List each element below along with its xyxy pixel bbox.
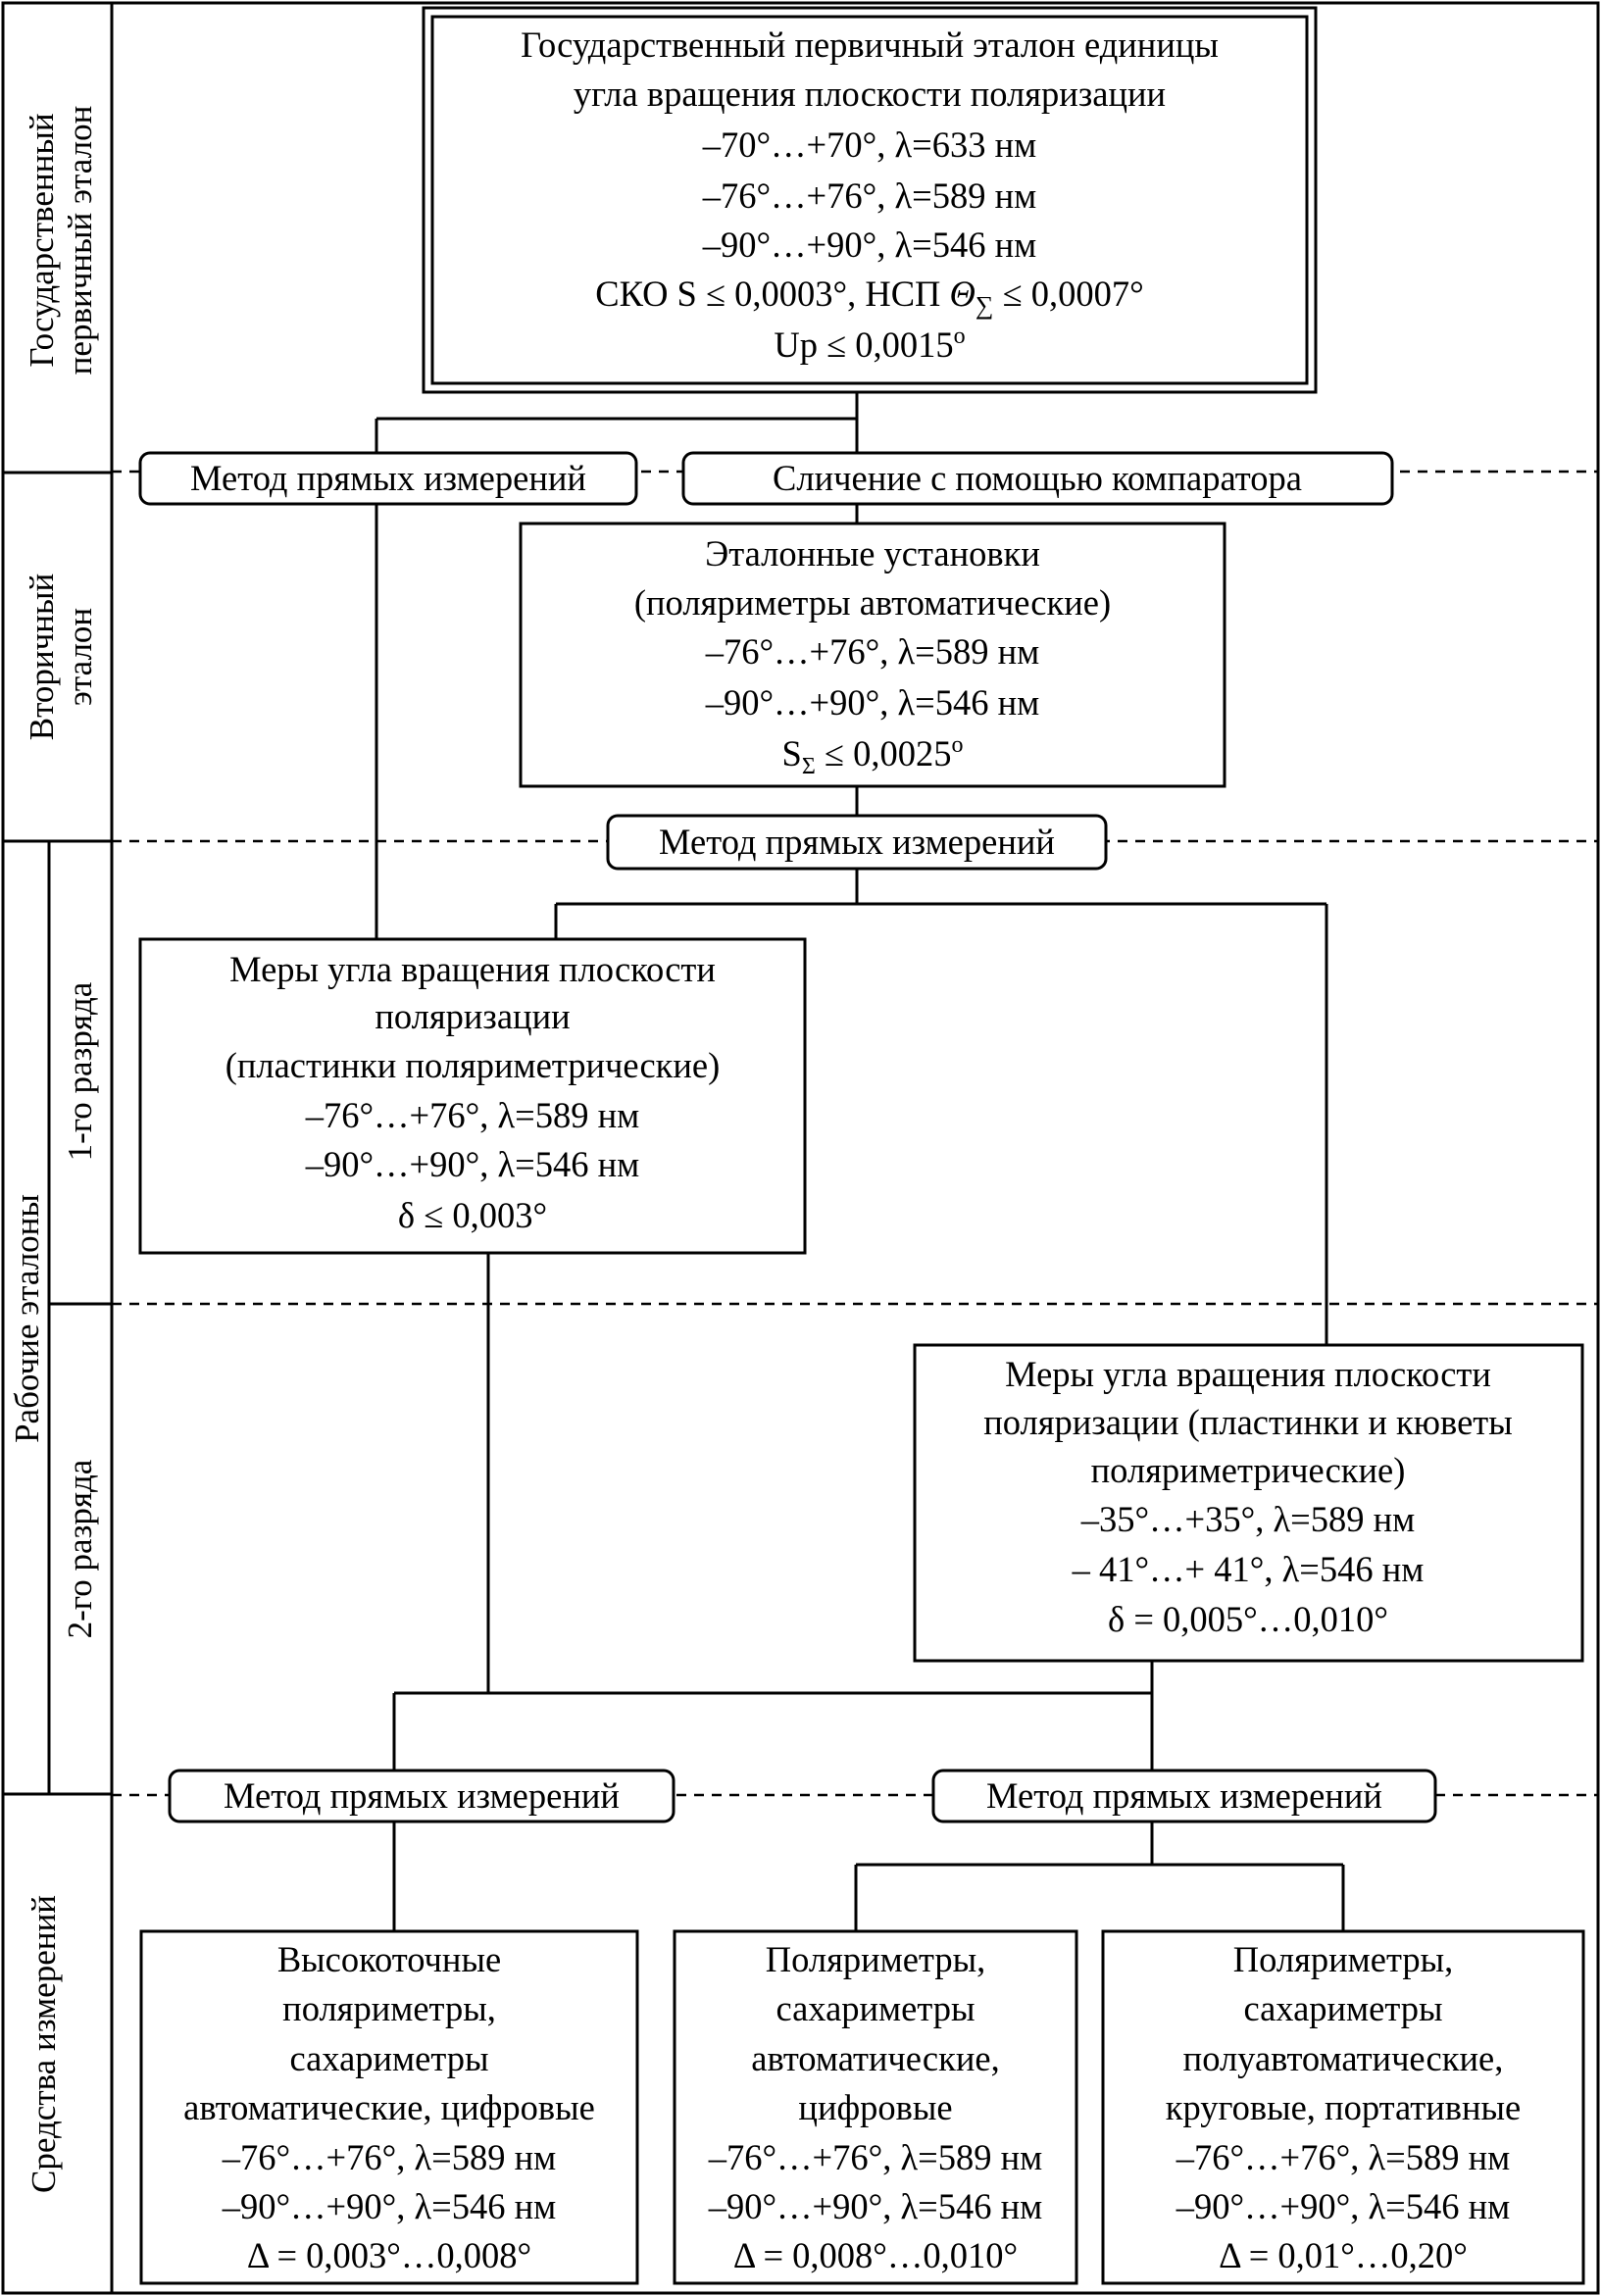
secondary-s-subscript: Σ xyxy=(802,754,816,779)
secondary-s-rest: ≤ 0,0025 xyxy=(816,733,952,774)
method-comparator-label: Сличение с помощью компаратора xyxy=(773,458,1302,498)
instrument3-range-546: –90°…+90°, λ=546 нм xyxy=(1176,2186,1511,2226)
primary-nsp-value: ≤ 0,0007° xyxy=(993,274,1143,314)
secondary-s-degree: o xyxy=(951,732,963,758)
instrument1-line2: поляриметры, xyxy=(282,1988,496,2028)
instrument3-line1: Поляриметры, xyxy=(1233,1939,1454,1979)
instrument2-line2: сахариметры xyxy=(775,1988,975,2028)
rank2-range-546: – 41°…+ 41°, λ=546 нм xyxy=(1072,1549,1425,1589)
method-direct-mid-label: Метод прямых измерений xyxy=(659,822,1055,862)
method-direct-mid: Метод прямых измерений xyxy=(606,814,1108,871)
method-direct-left-label: Метод прямых измерений xyxy=(224,1775,620,1816)
primary-standard-title-line2: угла вращения плоскости поляризации xyxy=(574,74,1166,114)
rank1-range-546: –90°…+90°, λ=546 нм xyxy=(305,1144,640,1184)
side-label-primary-line2: первичный эталон xyxy=(61,106,99,375)
method-comparator: Сличение с помощью компаратора xyxy=(681,451,1394,506)
instrument2-range-589: –76°…+76°, λ=589 нм xyxy=(708,2137,1043,2177)
primary-standard-title-line1: Государственный первичный эталон единицы xyxy=(521,25,1219,65)
primary-precision: СКО S ≤ 0,0003°, НСП Θ∑ ≤ 0,0007° xyxy=(595,274,1143,320)
primary-up-degree: o xyxy=(954,324,966,349)
secondary-subtitle: (поляриметры автоматические) xyxy=(634,582,1111,623)
side-label-working: Рабочие эталоны xyxy=(8,1194,46,1443)
primary-sko-text: СКО S ≤ 0,0003°, НСП xyxy=(595,274,949,314)
side-label-primary-line1: Государственный xyxy=(23,113,61,367)
rank1-range-589: –76°…+76°, λ=589 нм xyxy=(305,1095,640,1135)
secondary-range-546: –90°…+90°, λ=546 нм xyxy=(705,682,1040,723)
instrument-box-2: Поляриметры, сахариметры автоматические,… xyxy=(673,1929,1078,2285)
side-label-secondary-line2: эталон xyxy=(61,608,99,706)
instrument1-line4: автоматические, цифровые xyxy=(183,2087,595,2127)
instrument1-line1: Высокоточные xyxy=(277,1939,501,1979)
instrument3-delta: Δ = 0,01°…0,20° xyxy=(1219,2235,1468,2275)
secondary-s-base: S xyxy=(782,733,802,774)
rank1-delta: δ ≤ 0,003° xyxy=(398,1195,547,1235)
rank2-standard-box: Меры угла вращения плоскости поляризации… xyxy=(913,1343,1584,1663)
method-direct-top: Метод прямых измерений xyxy=(138,451,638,506)
primary-range-546: –90°…+90°, λ=546 нм xyxy=(702,225,1037,265)
instrument1-line3: сахариметры xyxy=(289,2038,488,2078)
instrument2-line3: автоматические, xyxy=(751,2038,999,2078)
rank1-title-line2: поляризации xyxy=(375,996,570,1036)
secondary-title: Эталонные установки xyxy=(705,533,1040,574)
connectors xyxy=(375,392,1345,1931)
primary-theta-symbol: Θ xyxy=(950,274,976,314)
method-direct-left: Метод прямых измерений xyxy=(168,1769,675,1823)
primary-standard-box: Государственный первичный эталон единицы… xyxy=(422,6,1318,394)
instrument2-line1: Поляриметры, xyxy=(766,1939,986,1979)
method-direct-right-label: Метод прямых измерений xyxy=(986,1775,1382,1816)
rank2-title-line1: Меры угла вращения плоскости xyxy=(1005,1354,1491,1394)
rank2-delta: δ = 0,005°…0,010° xyxy=(1108,1599,1388,1639)
primary-uncertainty: Up ≤ 0,0015o xyxy=(774,324,965,365)
side-label-secondary-line1: Вторичный xyxy=(23,574,61,741)
rank2-title-line3: поляриметрические) xyxy=(1091,1450,1406,1490)
instrument1-delta: Δ = 0,003°…0,008° xyxy=(247,2235,531,2275)
instrument2-range-546: –90°…+90°, λ=546 нм xyxy=(708,2186,1043,2226)
secondary-s-value: SΣ ≤ 0,0025o xyxy=(782,732,964,779)
side-label-rank2: 2-го разряда xyxy=(61,1459,99,1638)
rank1-title-line1: Меры угла вращения плоскости xyxy=(229,949,716,989)
side-labels: Государственный первичный эталон Вторичн… xyxy=(8,106,99,2193)
secondary-range-589: –76°…+76°, λ=589 нм xyxy=(705,631,1040,672)
primary-up-text: Up ≤ 0,0015 xyxy=(774,324,953,365)
primary-range-589: –76°…+76°, λ=589 нм xyxy=(702,175,1037,216)
method-direct-right: Метод прямых измерений xyxy=(931,1769,1437,1823)
instrument-box-3: Поляриметры, сахариметры полуавтоматичес… xyxy=(1101,1929,1585,2285)
secondary-standard-box: Эталонные установки (поляриметры автомат… xyxy=(519,522,1226,788)
instrument1-range-546: –90°…+90°, λ=546 нм xyxy=(222,2186,557,2226)
instrument1-range-589: –76°…+76°, λ=589 нм xyxy=(222,2137,557,2177)
primary-range-633: –70°…+70°, λ=633 нм xyxy=(702,125,1037,165)
instrument3-line4: круговые, портативные xyxy=(1166,2087,1521,2127)
method-direct-top-label: Метод прямых измерений xyxy=(190,458,586,498)
rank1-subtitle: (пластинки поляриметрические) xyxy=(225,1045,721,1085)
instrument3-range-589: –76°…+76°, λ=589 нм xyxy=(1176,2137,1511,2177)
primary-sigma-subscript: ∑ xyxy=(976,291,994,320)
instrument3-line2: сахариметры xyxy=(1243,1988,1442,2028)
rank2-range-589: –35°…+35°, λ=589 нм xyxy=(1080,1499,1416,1539)
rank1-standard-box: Меры угла вращения плоскости поляризации… xyxy=(138,937,807,1255)
rank2-title-line2: поляризации (пластинки и кюветы xyxy=(983,1402,1513,1442)
instrument3-line3: полуавтоматические, xyxy=(1183,2038,1504,2078)
side-label-rank1: 1-го разряда xyxy=(61,981,99,1161)
instrument-box-1: Высокоточные поляриметры, сахариметры ав… xyxy=(139,1929,639,2285)
instrument2-delta: Δ = 0,008°…0,010° xyxy=(733,2235,1018,2275)
instrument2-line4: цифровые xyxy=(798,2087,952,2127)
side-label-instruments: Средства измерений xyxy=(25,1895,63,2193)
